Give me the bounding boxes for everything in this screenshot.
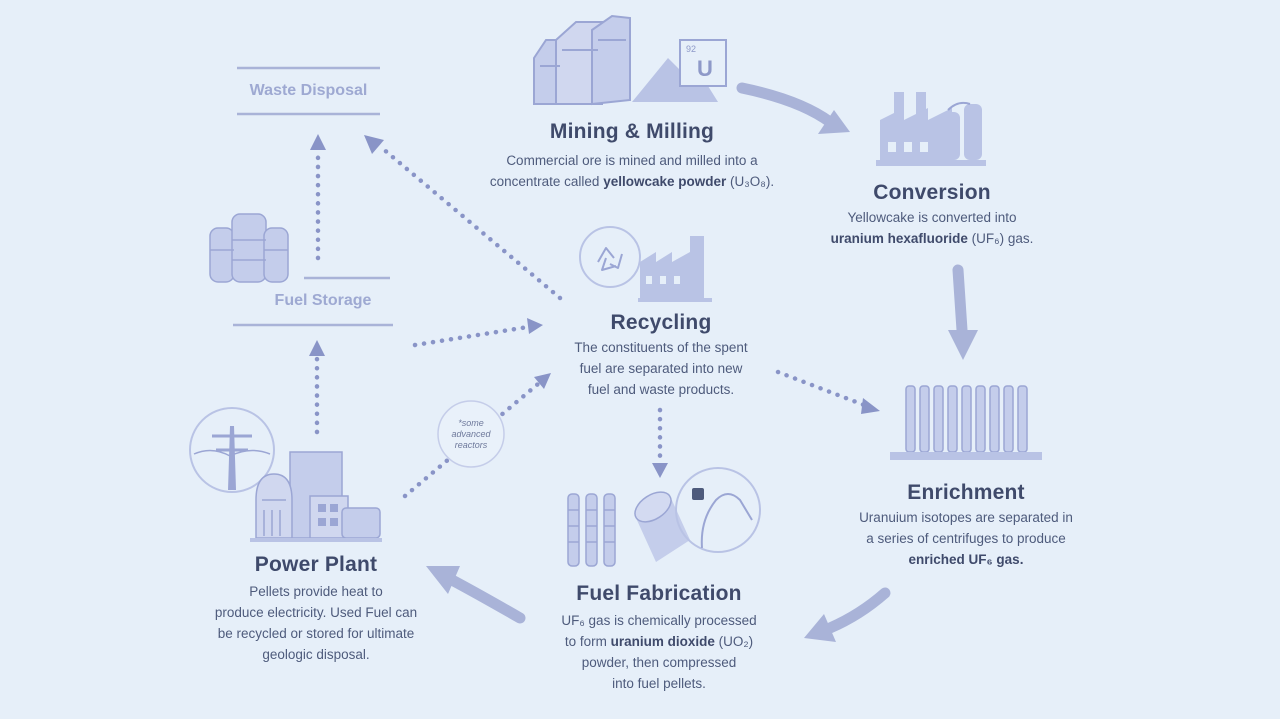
conversion-factory-icon xyxy=(876,92,986,166)
power-line-icon xyxy=(189,407,275,493)
dotted-arrowhead-recycling-lower xyxy=(534,373,551,389)
centrifuges-icon xyxy=(890,385,1042,460)
waste-disposal-label: Waste Disposal xyxy=(249,82,368,99)
recycling-desc-line-3: fuel and waste products. xyxy=(587,382,735,397)
recycling-description: The constituents of the spent fuel are s… xyxy=(511,337,811,400)
fuel-storage-lines xyxy=(233,276,393,327)
mining-description: Commercial ore is mined and milled into … xyxy=(432,150,832,192)
dotted-arrowhead-fabrication xyxy=(652,463,668,478)
fabrication-desc-line-1: UF₆ gas is chemically processed xyxy=(561,613,757,628)
power-plant-icon xyxy=(250,451,382,542)
ore-mountain-icon xyxy=(632,58,718,102)
uranium-element-icon: 92 U xyxy=(679,39,727,87)
dotted-arrowhead-waste xyxy=(364,135,384,154)
advanced-reactors-note-circle xyxy=(437,400,505,468)
arrowhead-enrichment xyxy=(948,330,978,360)
conversion-title: Conversion xyxy=(873,181,991,204)
dotted-arrow-recycling-to-enrichment xyxy=(775,369,867,408)
mine-buildings-icon xyxy=(533,14,631,106)
fuel-pellet-icon xyxy=(634,491,690,562)
svg-text:U: U xyxy=(697,56,713,81)
recycle-symbol-icon xyxy=(579,226,641,288)
enrichment-desc-line-2: a series of centrifuges to produce xyxy=(866,531,1066,546)
fabrication-title: Fuel Fabrication xyxy=(576,582,742,605)
dotted-arrowhead-enrichment xyxy=(861,398,880,414)
conversion-desc-line-2b: (UF₆) gas. xyxy=(967,231,1034,246)
fabrication-desc-line-3: powder, then compressed xyxy=(581,655,737,670)
enrichment-title: Enrichment xyxy=(907,481,1025,504)
note-line-1: *some xyxy=(458,418,484,428)
fabrication-desc-line-2c: (UO₂) xyxy=(714,634,754,649)
conversion-desc-bold: uranium hexafluoride xyxy=(830,231,968,246)
dotted-arrow-recycling-to-waste xyxy=(379,145,563,301)
note-line-2: advanced xyxy=(451,429,491,439)
svg-text:92: 92 xyxy=(686,44,696,54)
fabrication-desc-line-2a: to form xyxy=(564,634,611,649)
conversion-desc-line-1: Yellowcake is converted into xyxy=(847,210,1017,225)
mining-title: Mining & Milling xyxy=(549,120,715,143)
power-desc-line-1: Pellets provide heat to xyxy=(249,584,383,599)
arrowhead-power xyxy=(426,566,460,594)
dotted-arrowhead-storage xyxy=(309,340,325,356)
fuel-storage-tanks-icon xyxy=(209,213,289,283)
arrow-mining-to-conversion xyxy=(736,82,836,128)
dotted-arrowhead-recycling-left xyxy=(527,318,543,334)
conversion-description: Yellowcake is converted into uranium hex… xyxy=(782,207,1082,249)
hand-holding-pellet-icon xyxy=(675,467,761,553)
mining-desc-bold: yellowcake powder xyxy=(603,174,727,189)
fabrication-desc-bold: uranium dioxide xyxy=(610,634,715,649)
arrow-fabrication-to-power xyxy=(446,574,526,624)
arrowhead-conversion xyxy=(818,110,850,134)
fabrication-description: UF₆ gas is chemically processed to form … xyxy=(509,610,809,694)
enrichment-description: Uranuium isotopes are separated in a ser… xyxy=(816,507,1116,570)
dotted-arrow-storage-to-recycling xyxy=(412,324,531,348)
recycling-title: Recycling xyxy=(610,311,712,334)
mining-desc-line-2a: concentrate called xyxy=(489,174,604,189)
recycling-factory-icon xyxy=(638,236,712,302)
power-desc-line-2: produce electricity. Used Fuel can xyxy=(214,605,418,620)
advanced-reactors-note: *some advanced reactors xyxy=(440,418,502,451)
recycling-desc-line-1: The constituents of the spent xyxy=(574,340,748,355)
arrowhead-fabrication xyxy=(804,614,836,642)
recycling-desc-line-2: fuel are separated into new xyxy=(579,361,743,376)
fuel-storage-label: Fuel Storage xyxy=(274,292,372,309)
mining-desc-line-1: Commercial ore is mined and milled into … xyxy=(506,153,758,168)
dotted-arrowhead-waste-vertical xyxy=(310,134,326,150)
waste-disposal-lines xyxy=(237,66,380,116)
power-plant-title: Power Plant xyxy=(254,553,378,576)
enrichment-desc-bold: enriched UF₆ gas. xyxy=(908,552,1024,567)
note-line-3: reactors xyxy=(454,440,488,450)
power-desc-line-3: be recycled or stored for ultimate xyxy=(217,626,415,641)
arrow-conversion-to-enrichment xyxy=(952,264,968,336)
power-plant-description: Pellets provide heat to produce electric… xyxy=(166,581,466,665)
power-desc-line-4: geologic disposal. xyxy=(262,647,370,662)
fabrication-desc-line-4: into fuel pellets. xyxy=(612,676,706,691)
mining-desc-line-2c: (U₃O₈). xyxy=(726,174,775,189)
enrichment-desc-line-1: Uranuium isotopes are separated in xyxy=(859,510,1073,525)
fuel-rods-icon xyxy=(567,493,616,567)
arrow-enrichment-to-fabrication xyxy=(824,587,891,634)
dotted-arrow-power-to-recycling xyxy=(402,381,541,499)
